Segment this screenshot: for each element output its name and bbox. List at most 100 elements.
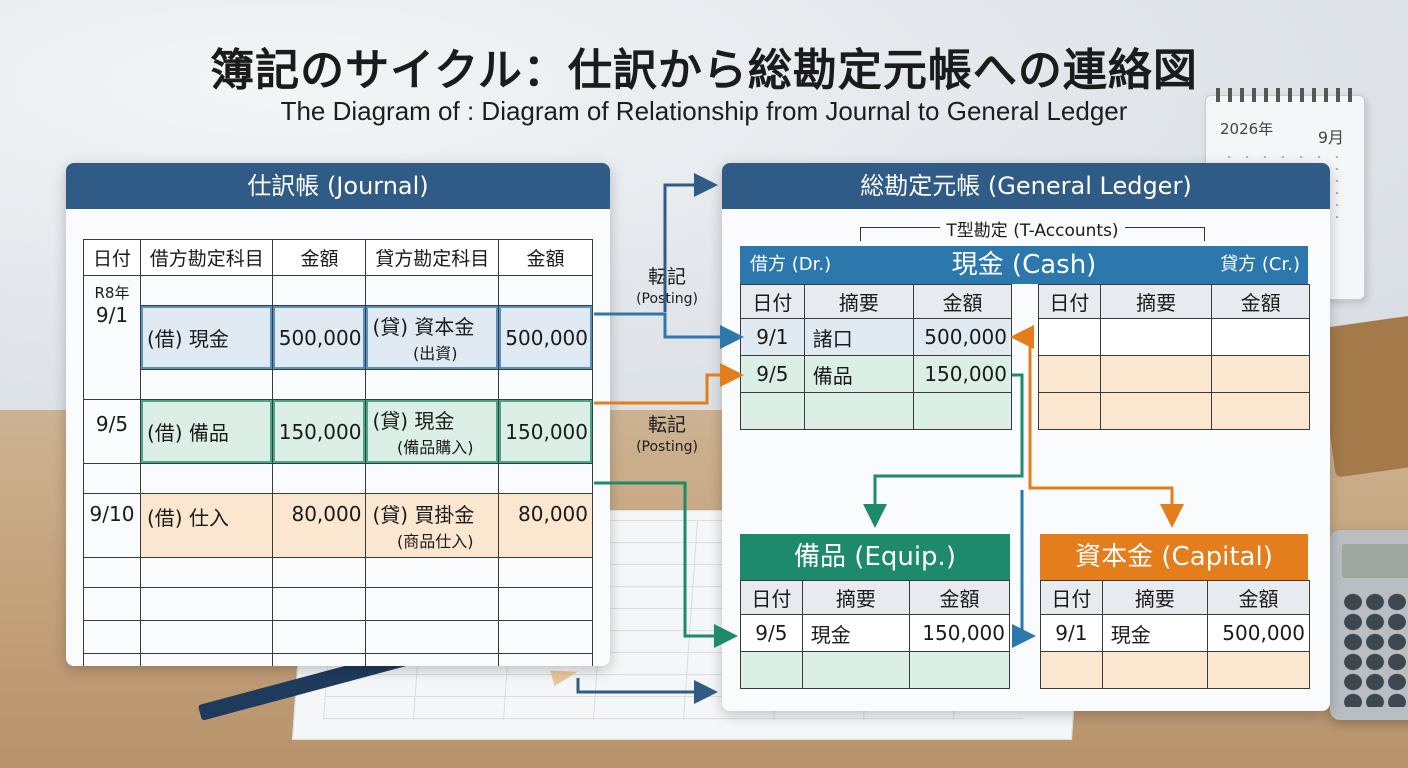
col-credit-account: 貸方勘定科目 — [365, 239, 499, 276]
bracket-left — [860, 227, 861, 241]
ledger-heading: 総勘定元帳 (General Ledger) — [722, 163, 1330, 209]
credit-amount: 500,000 — [498, 305, 593, 370]
journal-spacer-row — [84, 369, 593, 400]
row-amount: 500,000 — [913, 318, 1012, 356]
entry-date: 9/5 — [83, 399, 141, 464]
row-description: 諸口 — [803, 318, 915, 356]
cash-account-title: 現金 (Cash) — [951, 250, 1097, 280]
posting-label-1: 転記 (Posting) — [628, 266, 706, 310]
cash-debit-empty-row — [740, 392, 1012, 430]
credit-amount: 80,000 — [498, 493, 593, 558]
col-credit-amount: 金額 — [498, 239, 593, 276]
calendar-month: 9月 — [1317, 128, 1344, 147]
era-label: R8年 — [94, 284, 130, 302]
credit-account-cell: (貸) 現金 (備品購入) — [365, 399, 499, 464]
col-description: 摘要 — [1099, 284, 1213, 319]
row-date: 9/1 — [1040, 614, 1103, 652]
cash-credit-empty-row — [1038, 355, 1310, 393]
journal-panel: 仕訳帳 (Journal) 日付 借方勘定科目 金額 貸方勘定科目 金額 R8年… — [66, 163, 610, 666]
col-description: 摘要 — [803, 284, 915, 319]
cash-debit-row: 9/5 備品 150,000 — [740, 355, 1012, 393]
equipment-table: 日付 摘要 金額 9/5 現金 150,000 — [740, 580, 1010, 689]
t-accounts-label: T型勘定 (T-Accounts) — [860, 216, 1205, 241]
row-amount: 150,000 — [913, 355, 1012, 393]
row-description: 備品 — [803, 355, 915, 393]
capital-account-header: 資本金 (Capital) — [1040, 534, 1308, 580]
col-debit-amount: 金額 — [272, 239, 367, 276]
row-amount: 500,000 — [1207, 614, 1310, 652]
journal-entry-row: 9/5 (借) 備品 150,000 (貸) 現金 (備品購入) 150,000 — [83, 399, 593, 464]
credit-account-cell: (貸) 資本金 (出資) — [365, 305, 499, 370]
journal-empty-row — [83, 557, 593, 588]
col-date: 日付 — [1040, 580, 1103, 615]
journal-empty-row — [83, 587, 593, 621]
journal-date-cell: R8年 9/1 — [83, 275, 141, 400]
t-accounts-text: T型勘定 (T-Accounts) — [946, 221, 1119, 241]
calculator-keys — [1342, 592, 1408, 707]
entry-date: 9/1 — [95, 303, 129, 327]
journal-spacer-row: R8年 9/1 — [83, 275, 593, 400]
row-description: 現金 — [801, 614, 911, 652]
col-amount: 金額 — [1211, 284, 1310, 319]
posting-label-en: (Posting) — [636, 291, 698, 307]
calculator-illustration — [1330, 530, 1408, 720]
calendar-year: 2026年 — [1220, 120, 1274, 138]
col-date: 日付 — [83, 239, 141, 276]
calculator-screen — [1342, 544, 1408, 578]
cash-account-header: 借方 (Dr.) 現金 (Cash) 貸方 (Cr.) — [740, 246, 1308, 284]
debit-amount: 80,000 — [272, 493, 367, 558]
cash-credit-table: 日付 摘要 金額 — [1038, 284, 1310, 430]
credit-account: (貸) 現金 — [372, 409, 455, 433]
cash-credit-header-row: 日付 摘要 金額 — [1038, 284, 1310, 319]
equipment-header-row: 日付 摘要 金額 — [740, 580, 1010, 615]
credit-account: (貸) 買掛金 — [372, 503, 475, 527]
cash-debit-header-row: 日付 摘要 金額 — [740, 284, 1012, 319]
debit-amount: 500,000 — [272, 305, 367, 370]
journal-empty-row — [83, 653, 593, 666]
credit-side-label: 貸方 (Cr.) — [1220, 254, 1300, 275]
debit-account: (借) 現金 — [139, 305, 274, 370]
col-date: 日付 — [1038, 284, 1101, 319]
col-amount: 金額 — [909, 580, 1010, 615]
credit-account-cell: (貸) 買掛金 (商品仕入) — [365, 493, 499, 558]
col-date: 日付 — [740, 284, 805, 319]
entry-date: 9/10 — [83, 493, 141, 558]
journal-spacer-row — [83, 463, 593, 494]
debit-amount: 150,000 — [272, 399, 367, 464]
equipment-account-header: 備品 (Equip.) — [740, 534, 1010, 580]
posting-label-text: 転記 — [647, 414, 686, 436]
col-amount: 金額 — [1207, 580, 1310, 615]
equipment-empty-row — [740, 651, 1010, 689]
diagram-title: 簿記のサイクル：仕訳から総勘定元帳への連絡図 — [210, 45, 1198, 96]
row-date: 9/5 — [740, 614, 803, 652]
calendar-rings — [1216, 88, 1356, 102]
capital-header-row: 日付 摘要 金額 — [1040, 580, 1310, 615]
journal-entry-row: (借) 現金 500,000 (貸) 資本金 (出資) 500,000 — [84, 305, 593, 370]
debit-account: (借) 仕入 — [139, 493, 274, 558]
capital-empty-row — [1040, 651, 1310, 689]
cash-debit-table: 日付 摘要 金額 9/1 諸口 500,000 9/5 備品 150,000 — [740, 284, 1012, 430]
posting-label-text: 転記 — [647, 266, 686, 288]
entry-memo: (商品仕入) — [396, 532, 474, 551]
row-date: 9/1 — [740, 318, 805, 356]
credit-amount: 150,000 — [498, 399, 593, 464]
journal-heading: 仕訳帳 (Journal) — [66, 163, 610, 209]
col-debit-account: 借方勘定科目 — [139, 239, 274, 276]
debit-account: (借) 備品 — [139, 399, 274, 464]
col-amount: 金額 — [913, 284, 1012, 319]
cash-credit-empty-row — [1038, 392, 1310, 430]
journal-table: 日付 借方勘定科目 金額 貸方勘定科目 金額 R8年 9/1 (借) 現金 50… — [83, 239, 593, 666]
journal-header-row: 日付 借方勘定科目 金額 貸方勘定科目 金額 — [83, 239, 593, 276]
entry-memo: (備品購入) — [396, 438, 474, 457]
row-description: 現金 — [1101, 614, 1209, 652]
journal-entry-row: 9/10 (借) 仕入 80,000 (貸) 買掛金 (商品仕入) 80,000 — [83, 493, 593, 558]
debit-side-label: 借方 (Dr.) — [750, 254, 832, 275]
credit-account: (貸) 資本金 — [372, 315, 475, 339]
capital-table: 日付 摘要 金額 9/1 現金 500,000 — [1040, 580, 1310, 689]
posting-label-2: 転記 (Posting) — [628, 414, 706, 458]
diagram-subtitle: The Diagram of : Diagram of Relationship… — [280, 96, 1128, 126]
row-date: 9/5 — [740, 355, 805, 393]
col-description: 摘要 — [1101, 580, 1209, 615]
cash-debit-row: 9/1 諸口 500,000 — [740, 318, 1012, 356]
row-amount: 150,000 — [909, 614, 1010, 652]
